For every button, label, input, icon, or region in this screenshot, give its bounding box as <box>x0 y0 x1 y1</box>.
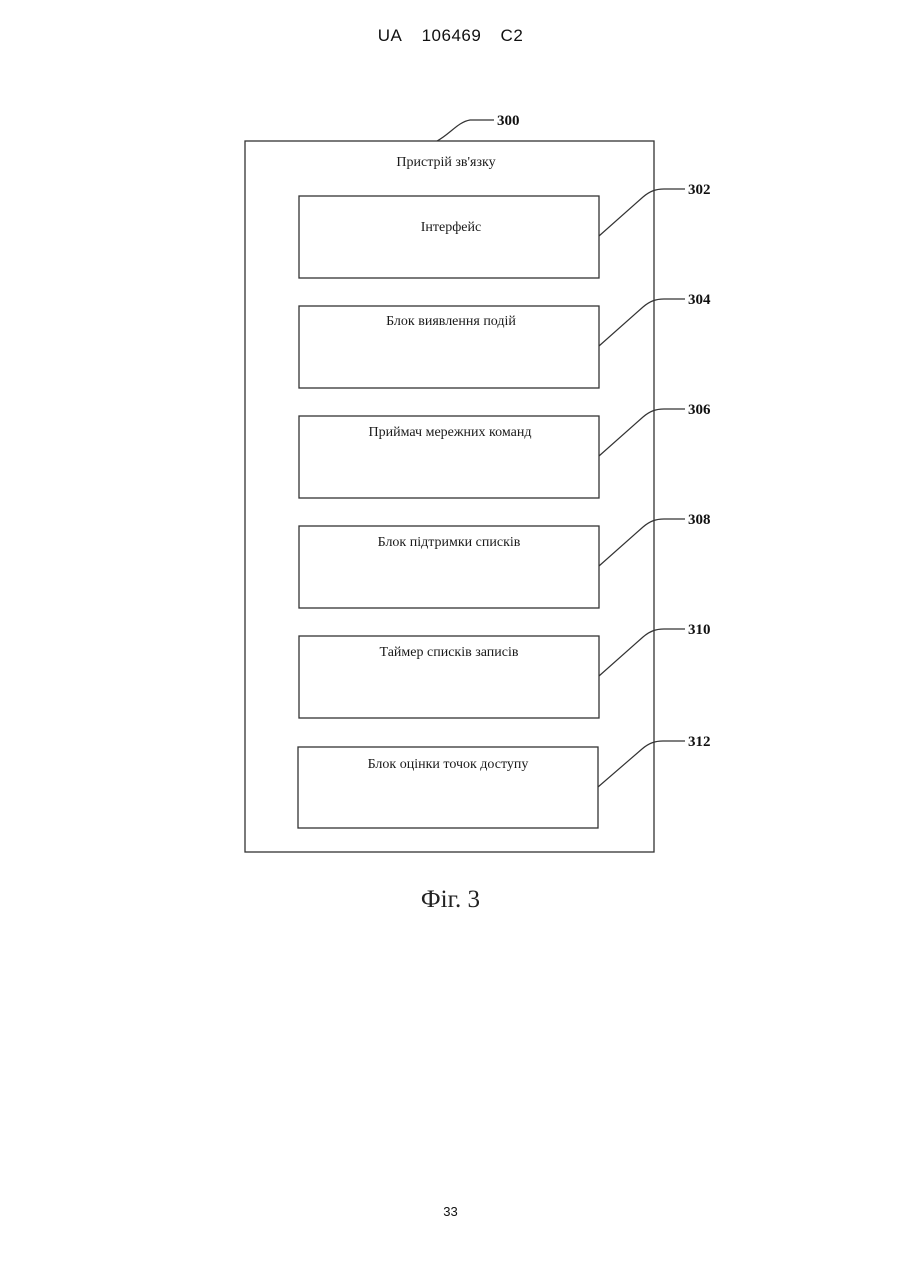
outer-ref-number: 300 <box>497 113 520 129</box>
block-304-label: Блок виявлення подій <box>386 314 516 329</box>
block-304-ref: 304 <box>688 292 711 308</box>
block-302-label: Інтерфейс <box>421 220 481 235</box>
block-304-leader <box>599 299 685 346</box>
block-306-leader <box>599 409 685 456</box>
block-310-ref: 310 <box>688 622 711 638</box>
page-number: 33 <box>0 1204 901 1219</box>
block-312-label: Блок оцінки точок доступу <box>368 757 529 772</box>
block-308-ref: 308 <box>688 512 711 528</box>
block-308: Блок підтримки списків 308 <box>299 512 711 608</box>
block-308-label: Блок підтримки списків <box>378 535 521 550</box>
block-312-ref: 312 <box>688 734 711 750</box>
block-312: Блок оцінки точок доступу 312 <box>298 734 711 828</box>
block-302-leader <box>599 189 685 236</box>
block-302: Інтерфейс 302 <box>299 182 711 278</box>
outer-device-box <box>245 141 654 852</box>
block-302-box <box>299 196 599 278</box>
figure-caption: Фіг. 3 <box>0 886 901 914</box>
block-312-leader <box>598 741 685 787</box>
block-302-ref: 302 <box>688 182 711 198</box>
block-306-ref: 306 <box>688 402 711 418</box>
block-306: Приймач мережних команд 306 <box>299 402 711 498</box>
block-304: Блок виявлення подій 304 <box>299 292 711 388</box>
outer-ref-leader <box>437 120 494 141</box>
block-310-leader <box>599 629 685 676</box>
outer-device-title: Пристрій зв'язку <box>396 155 495 170</box>
block-310: Таймер списків записів 310 <box>299 622 711 718</box>
block-308-leader <box>599 519 685 566</box>
block-306-label: Приймач мережних команд <box>369 425 532 440</box>
block-310-label: Таймер списків записів <box>380 645 519 660</box>
